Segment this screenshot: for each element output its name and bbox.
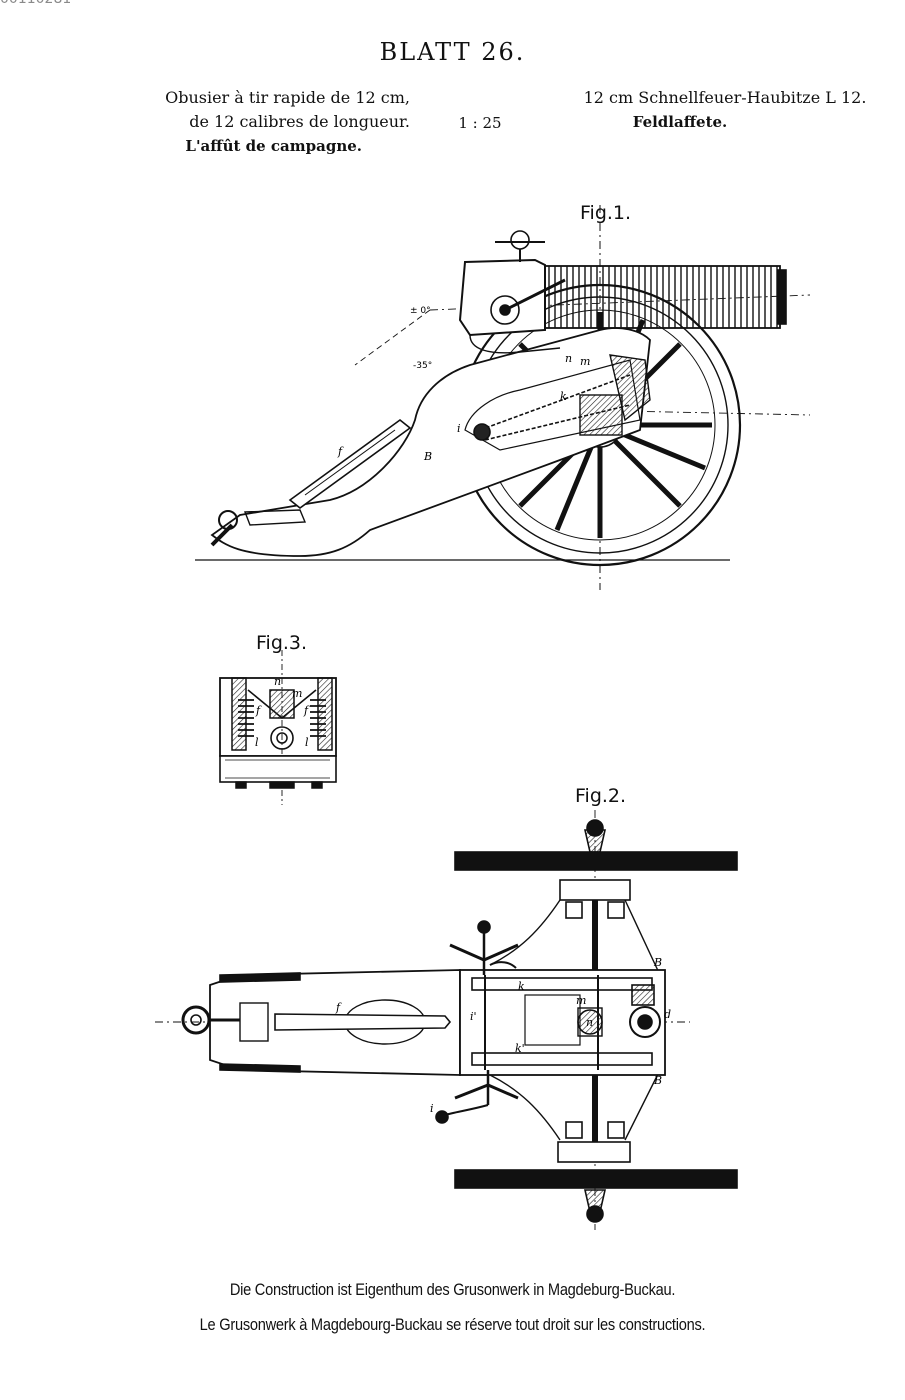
fig2-label-k2: k' <box>515 1042 525 1055</box>
wheel-top-plan <box>454 819 738 901</box>
scale-ratio: 1 : 25 <box>458 114 502 132</box>
fig1-label-B: B <box>423 450 432 463</box>
fig2-label: Fig.2. <box>575 785 627 807</box>
fig2-label-m: m <box>576 994 586 1007</box>
barrel-side <box>458 230 787 354</box>
fig3-label-f2: f <box>303 704 310 717</box>
fig2-label-i2: i' <box>470 1010 477 1023</box>
catalog-id: 00110281 <box>0 0 71 7</box>
fig1-label-f: f <box>337 445 344 458</box>
fig2-label-d: d <box>664 1008 671 1021</box>
fig3-label-m: m <box>292 687 302 700</box>
french-heading-line2: de 12 calibres de longueur. <box>189 112 410 131</box>
plate-title: BLATT 26. <box>379 38 526 66</box>
fig2-label-B-top: B <box>653 956 662 969</box>
german-heading: 12 cm Schnellfeuer-Haubitze L 12. Feldla… <box>555 86 895 134</box>
fig3-label-n: n <box>274 675 281 688</box>
german-heading-line1: 12 cm Schnellfeuer-Haubitze L 12. <box>583 88 867 107</box>
fig2-label-i: i <box>430 1102 434 1115</box>
fig2-label-f: f <box>335 1001 342 1014</box>
french-heading-line3: L'affût de campagne. <box>185 137 362 155</box>
fig3-label: Fig.3. <box>256 632 308 654</box>
fig1-label-m: m <box>580 355 590 368</box>
footer-line2: Le Grusonwerk à Magdebourg-Buckau se rés… <box>199 1315 706 1334</box>
german-heading-line2: Feldlaffete. <box>632 113 728 131</box>
fig1-label-minus35: -35° <box>413 361 432 371</box>
french-heading: Obusier à tir rapide de 12 cm, de 12 cal… <box>90 86 410 158</box>
fig2-label-k: k <box>518 980 525 993</box>
handspike <box>288 418 412 510</box>
fig1-label-k: k <box>560 390 567 403</box>
fig3-label-l1: l <box>255 736 259 749</box>
fig3-label-f: f <box>255 704 262 717</box>
wheel-bottom-plan <box>454 1141 738 1223</box>
footer-line1: Die Construction ist Eigenthum des Gruso… <box>229 1280 676 1299</box>
fig2-label-B-bottom: B <box>653 1074 662 1087</box>
fig1-label-zero: ± 0° <box>410 306 431 316</box>
lunette-plan <box>181 1005 211 1035</box>
fig1-side-view <box>195 205 811 590</box>
fig1-label: Fig.1. <box>580 202 632 224</box>
fig3-label-l2: l <box>305 736 309 749</box>
fig1-label-i: i <box>457 422 461 435</box>
fig3-cross-section <box>219 650 337 805</box>
fig2-label-n: n <box>586 1016 593 1029</box>
fig2-plan-view <box>155 810 738 1230</box>
french-heading-line1: Obusier à tir rapide de 12 cm, <box>165 88 410 107</box>
fig1-label-n: n <box>565 352 572 365</box>
